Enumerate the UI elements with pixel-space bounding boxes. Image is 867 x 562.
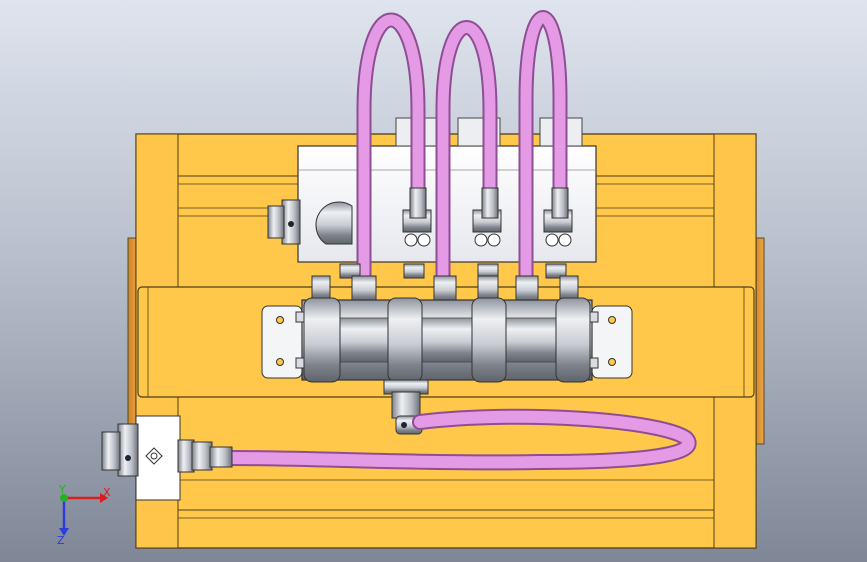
inlet-connector[interactable] [101, 415, 233, 501]
supply-hose[interactable] [220, 408, 697, 471]
triad-x-label: X [103, 486, 111, 499]
hose-elbows [409, 187, 569, 219]
triad-z-label: Z [57, 534, 65, 547]
triad-y-label: Y [58, 483, 66, 496]
hydraulic-cylinder[interactable] [261, 297, 633, 435]
connector-fittings [311, 263, 579, 303]
loop-hoses[interactable] [356, 10, 568, 308]
axis-triad: X Y Z [57, 483, 111, 547]
